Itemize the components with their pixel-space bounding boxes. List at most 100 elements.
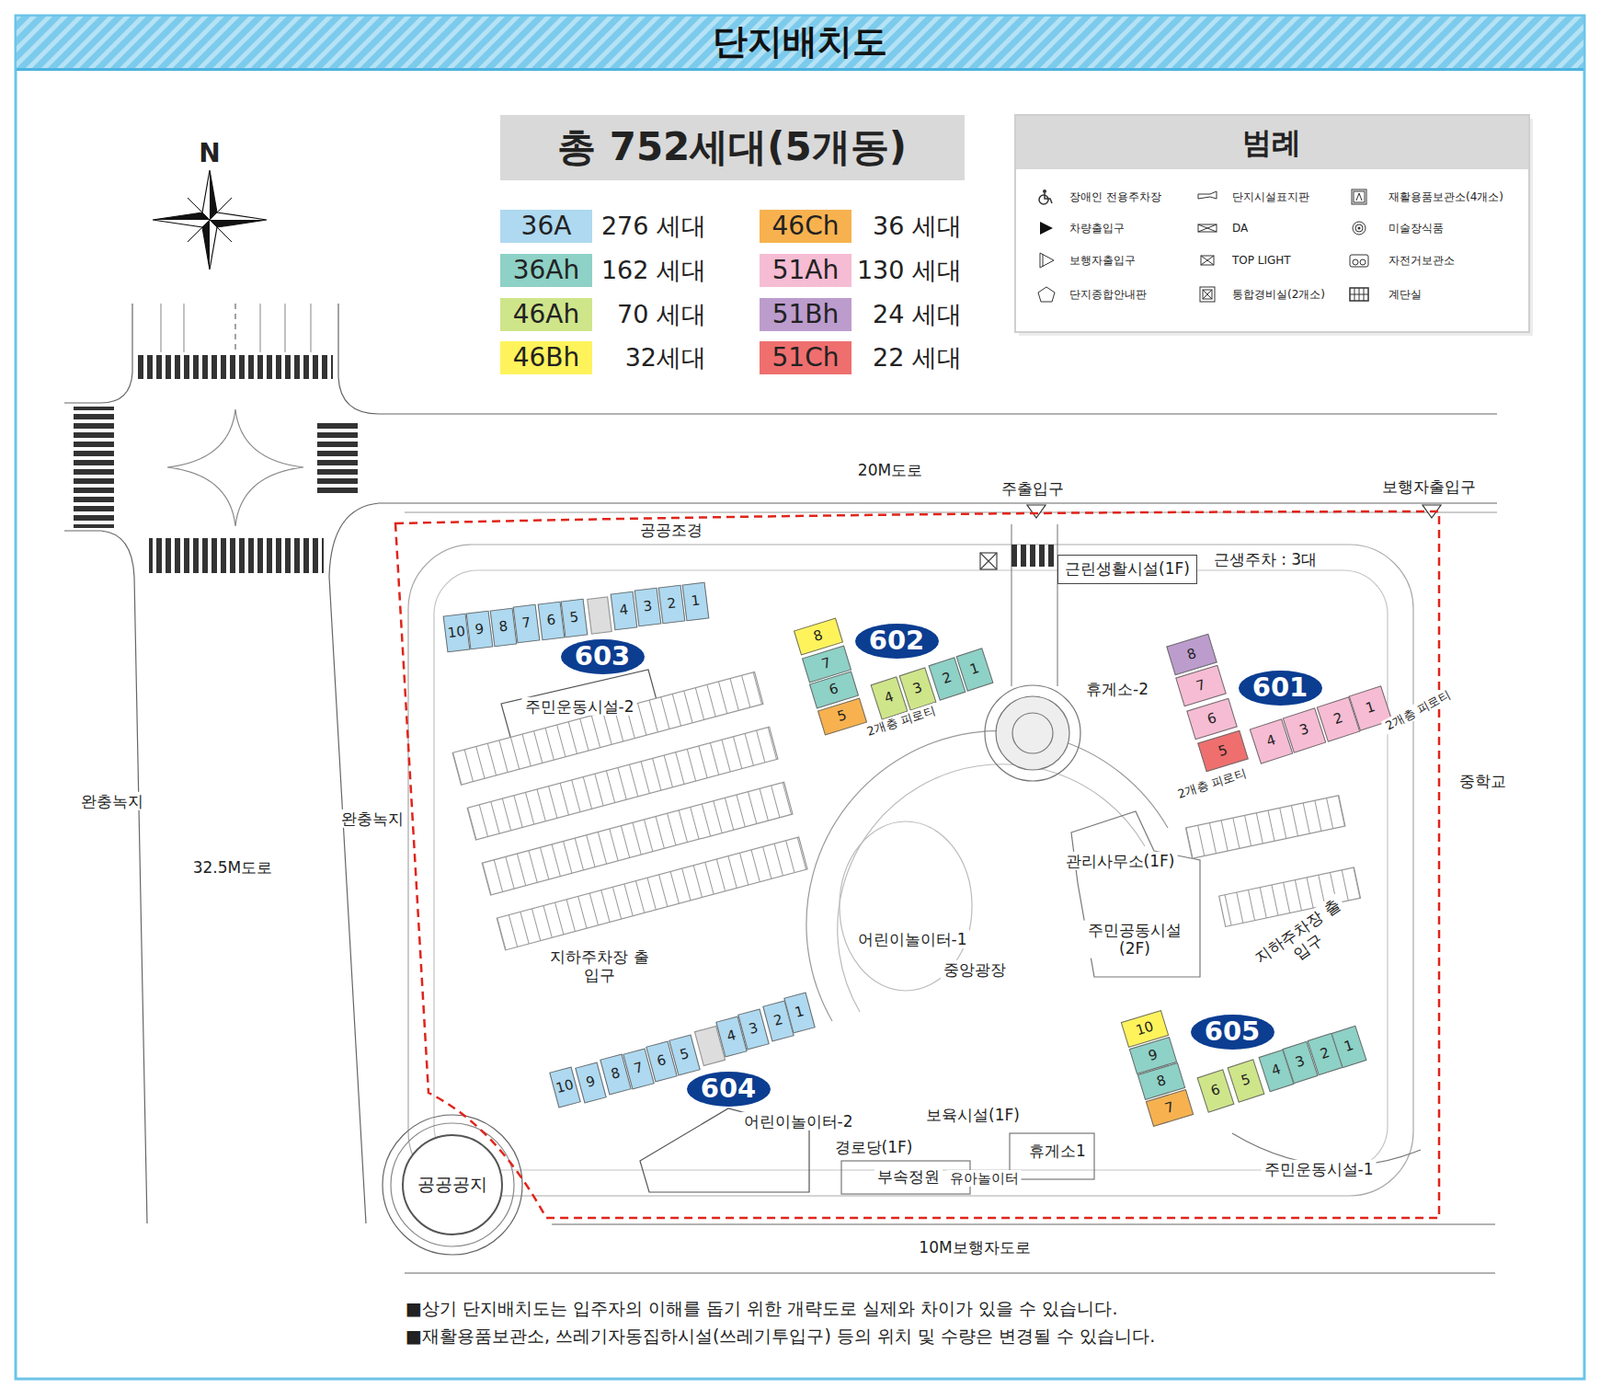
site-boundary [395, 511, 1440, 1218]
map-label: 어린이놀이터-2 [741, 1111, 857, 1131]
unit-line-cell: 1 [681, 582, 709, 622]
node-text: 근린생활시설(1F) [1064, 560, 1190, 579]
unit-type-swatch: 46Bh [500, 341, 593, 375]
symbol-part [1352, 221, 1366, 235]
legend-text: 장애인 전용주차장 [1069, 190, 1162, 204]
symbol-part [1038, 286, 1055, 302]
road-edge [64, 303, 133, 403]
legend-symbol [1036, 219, 1057, 237]
unit-count: 24 세대 [869, 299, 965, 330]
symbol-part [1360, 259, 1366, 265]
unit-type-name: 51Ch [772, 342, 840, 373]
map-label: 중앙광장 [940, 960, 1009, 979]
unit-type-name: 46Ch [772, 211, 840, 241]
total-units-band: 총 752세대(5개동) [500, 114, 965, 181]
legend-symbol [1036, 251, 1057, 269]
legend-symbol [1348, 251, 1370, 269]
node-text: 603 [574, 640, 631, 672]
symbol-part [1353, 191, 1365, 203]
node-text: 5 [1216, 741, 1230, 759]
symbol-part [1198, 224, 1217, 232]
map-label: 지하주차장 출입구 [546, 947, 653, 985]
node-text: 6 [1205, 708, 1219, 727]
unit-line-cell: 6 [1197, 1068, 1235, 1112]
node-text: 7 [520, 615, 532, 632]
unit-count: 32세대 [622, 342, 709, 373]
public-land-ring [382, 1114, 523, 1255]
node-text: 3 [641, 598, 653, 616]
map-label: 완충녹지 [78, 791, 147, 811]
road-edge [64, 530, 148, 1223]
node-text: 8 [1154, 1071, 1168, 1089]
node-text: 8 [497, 618, 509, 636]
entrance-marker [1027, 504, 1046, 518]
legend-symbol [1036, 285, 1057, 303]
map-label: 주출입구 [998, 479, 1067, 498]
node-text: 2 [771, 1011, 785, 1029]
node-text: 1 [689, 593, 701, 610]
header-rule [16, 68, 1584, 71]
node-text: 3 [746, 1019, 760, 1038]
unit-count: 36 세대 [869, 211, 965, 241]
symbol-part [1200, 255, 1214, 265]
compass-fill [202, 219, 210, 270]
symbol-part [1356, 193, 1362, 201]
compass-fill [152, 212, 210, 220]
legend-panel [1015, 114, 1530, 332]
legend-text: 차량출입구 [1069, 221, 1125, 235]
node-text: 7 [1163, 1097, 1177, 1116]
node-text: 1 [792, 1003, 806, 1021]
road-edge [329, 502, 1498, 1223]
map-label: 중학교 [1456, 771, 1509, 790]
node-text: 8 [1185, 644, 1199, 663]
parking-row [1185, 795, 1345, 859]
unit-line-cell: 7 [512, 604, 540, 644]
crosswalk [148, 537, 324, 573]
node-text: 4 [1264, 731, 1278, 750]
node-text: 8 [608, 1064, 622, 1083]
header-band [16, 16, 1584, 70]
legend-text: 단지시설표지판 [1232, 190, 1310, 204]
node-text: 7 [1194, 675, 1208, 694]
symbol-part [1349, 287, 1369, 301]
frame [15, 15, 1585, 1379]
legend-text: 보행자출입구 [1069, 253, 1136, 267]
node-text: 6 [1209, 1081, 1223, 1099]
map-label: 2개층 피로티 [1381, 685, 1456, 735]
legend-symbol [1348, 188, 1370, 206]
parking-row [496, 836, 808, 950]
legend-symbol [1348, 219, 1370, 237]
symbol-part [1044, 193, 1052, 204]
unit-line-cell: 4 [609, 591, 638, 631]
unit-count: 162 세대 [598, 255, 709, 286]
guard-post [980, 552, 997, 570]
legend-symbol [1348, 285, 1370, 303]
parking-lot [452, 671, 808, 949]
node-text: 총 752세대(5개동) [557, 125, 907, 170]
map-label: 어린이놀이터-1 [855, 929, 971, 949]
unit-type-swatch: 51Ch [759, 341, 852, 375]
node-text: 6 [545, 612, 557, 629]
node-text: 3 [911, 679, 925, 698]
footnote: ■재활용품보관소, 쓰레기자동집하시설(쓰레기투입구) 등의 위치 및 수량은 … [402, 1325, 1158, 1347]
plaza-arc [837, 764, 1145, 1012]
node-text: 605 [1204, 1016, 1261, 1047]
symbol-part [1355, 224, 1363, 232]
node-text: 2 [1318, 1044, 1332, 1063]
legend-symbol [1197, 285, 1218, 303]
map-label: 보육시설(1F) [923, 1105, 1023, 1124]
public-land-circle: 공공공지 [401, 1133, 503, 1235]
node-text: 7 [631, 1059, 645, 1077]
lane-lines [160, 303, 311, 353]
node-text: 1 [1363, 698, 1377, 717]
symbol-part [1039, 194, 1049, 205]
symbol-part [1040, 221, 1053, 235]
symbol-part [1349, 287, 1369, 301]
unit-type-swatch: 51Ah [759, 253, 852, 287]
guard-post [980, 552, 997, 570]
map-label: 관리사무소(1F) [1062, 851, 1178, 870]
unit-type-swatch: 46Ch [759, 209, 852, 243]
title: 단지배치도 [712, 21, 888, 64]
building-number: 605 [1190, 1014, 1275, 1050]
map-label: 2개층 피로티 [1173, 765, 1251, 803]
